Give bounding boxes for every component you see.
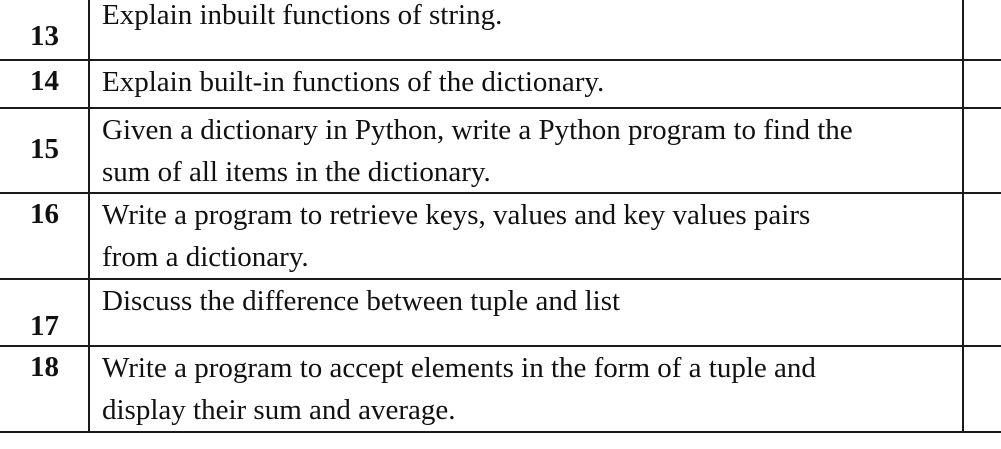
question-number: 16	[30, 198, 59, 230]
question-number: 18	[30, 351, 59, 383]
question-line: sum of all items in the dictionary.	[102, 156, 491, 188]
table-row: 16 Write a program to retrieve keys, val…	[0, 194, 1001, 278]
row-divider	[0, 107, 1001, 109]
row-divider	[0, 59, 1001, 61]
question-line: Write a program to retrieve keys, values…	[102, 199, 811, 231]
question-text: Write a program to accept elements in th…	[102, 347, 957, 431]
column-divider-right	[962, 0, 964, 433]
question-number: 13	[30, 20, 59, 52]
row-divider	[0, 278, 1001, 280]
question-number: 17	[30, 310, 59, 342]
question-line: Explain inbuilt functions of string.	[102, 0, 503, 31]
table-row: 13 Explain inbuilt functions of string.	[0, 0, 1001, 59]
table-row: 14 Explain built-in functions of the dic…	[0, 61, 1001, 107]
question-line: display their sum and average.	[102, 394, 456, 426]
question-text: Explain built-in functions of the dictio…	[102, 61, 957, 103]
table-row: 18 Write a program to accept elements in…	[0, 347, 1001, 431]
column-divider-number	[88, 0, 90, 433]
question-line: Given a dictionary in Python, write a Py…	[102, 114, 853, 146]
row-divider	[0, 192, 1001, 194]
table-row: 17 Discuss the difference between tuple …	[0, 280, 1001, 345]
question-line: Explain built-in functions of the dictio…	[102, 66, 605, 98]
question-text: Explain inbuilt functions of string.	[102, 0, 957, 36]
question-text: Write a program to retrieve keys, values…	[102, 194, 957, 278]
table-row: 15 Given a dictionary in Python, write a…	[0, 109, 1001, 192]
question-line: from a dictionary.	[102, 241, 309, 273]
question-line: Discuss the difference between tuple and…	[102, 285, 621, 317]
question-number: 14	[30, 65, 59, 97]
question-number: 15	[30, 133, 59, 165]
question-text: Given a dictionary in Python, write a Py…	[102, 109, 957, 193]
row-divider	[0, 345, 1001, 347]
table-bottom-border	[0, 431, 1001, 433]
question-text: Discuss the difference between tuple and…	[102, 280, 957, 322]
question-line: Write a program to accept elements in th…	[102, 352, 816, 384]
